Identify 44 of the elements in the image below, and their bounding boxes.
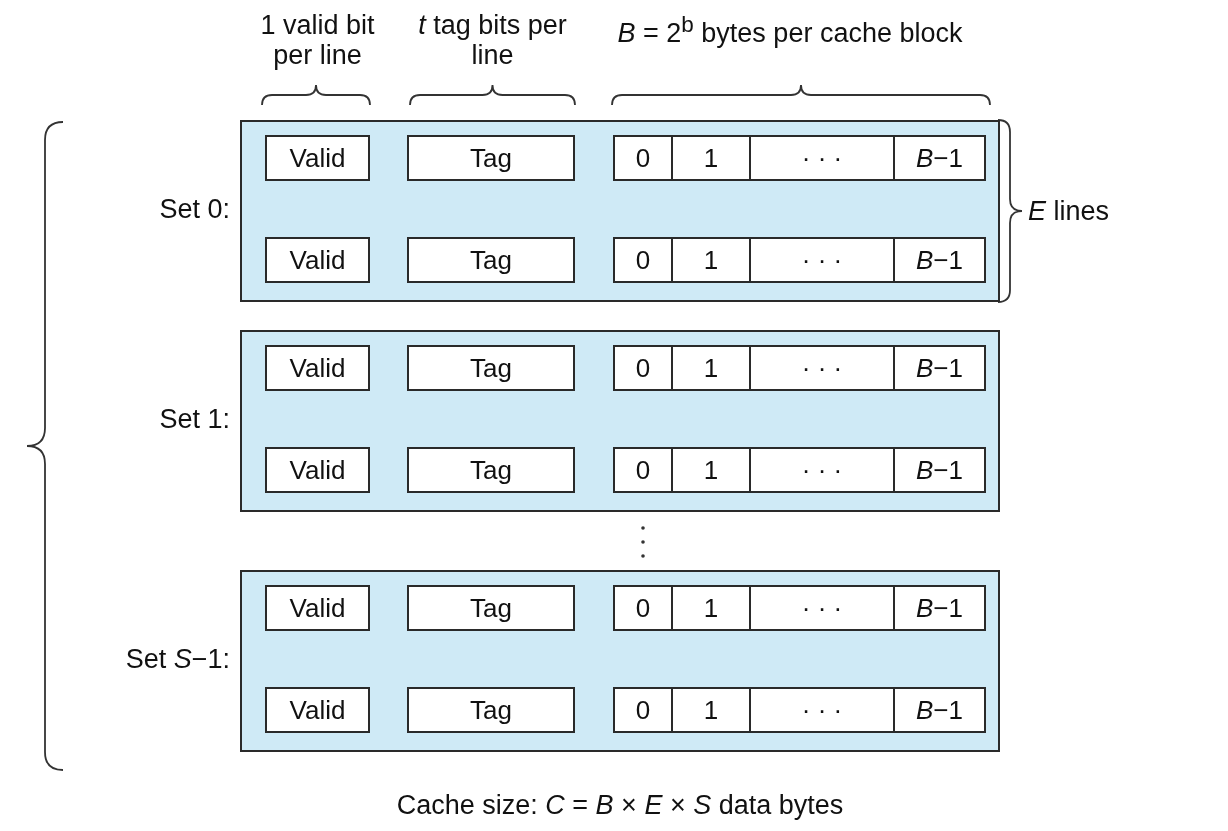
field-cell: · · · (749, 135, 895, 181)
field-cell: Valid (265, 135, 370, 181)
field-cell: 0 (613, 447, 673, 493)
field-cell: · · · (749, 237, 895, 283)
field-cell: 0 (613, 135, 673, 181)
field-cell: · · · (749, 687, 895, 733)
field-cell: Valid (265, 237, 370, 283)
field-cell: 0 (613, 585, 673, 631)
field-cell: Tag (407, 585, 575, 631)
field-cell: Valid (265, 585, 370, 631)
set-label: Set 0: (159, 194, 230, 225)
field-cell: B−1 (893, 345, 986, 391)
field-cell: · · · (749, 345, 895, 391)
brace-label: E lines (1028, 196, 1111, 226)
field-cell: Valid (265, 447, 370, 493)
field-cell: B−1 (893, 585, 986, 631)
field-cell: 1 (671, 135, 751, 181)
field-cell: Tag (407, 447, 575, 493)
field-cell: · · · (749, 447, 895, 493)
field-cell: Valid (265, 687, 370, 733)
field-cell: · · · (749, 585, 895, 631)
field-cell: 1 (671, 447, 751, 493)
field-cell: 1 (671, 585, 751, 631)
field-cell: 1 (671, 345, 751, 391)
set-label: Set S−1: (125, 644, 230, 675)
column-label: t tag bits per line (417, 10, 568, 70)
field-cell: B−1 (893, 135, 986, 181)
field-cell: B−1 (893, 447, 986, 493)
field-cell: Valid (265, 345, 370, 391)
column-label: B = 2$^{b}$ bytes per cache block (616, 11, 964, 48)
field-cell: 0 (613, 237, 673, 283)
field-cell: 0 (613, 345, 673, 391)
field-cell: 1 (671, 237, 751, 283)
field-cell: 1 (671, 687, 751, 733)
field-cell: B−1 (893, 237, 986, 283)
field-cell: 0 (613, 687, 673, 733)
set-label: Set 1: (159, 404, 230, 435)
field-cell: Tag (407, 135, 575, 181)
field-cell: B−1 (893, 687, 986, 733)
field-cell: Tag (407, 345, 575, 391)
caption: Cache size: C = B × E × S data bytes (395, 790, 845, 820)
field-cell: Tag (407, 687, 575, 733)
field-cell: Tag (407, 237, 575, 283)
column-label: 1 valid bit per line (259, 10, 376, 70)
